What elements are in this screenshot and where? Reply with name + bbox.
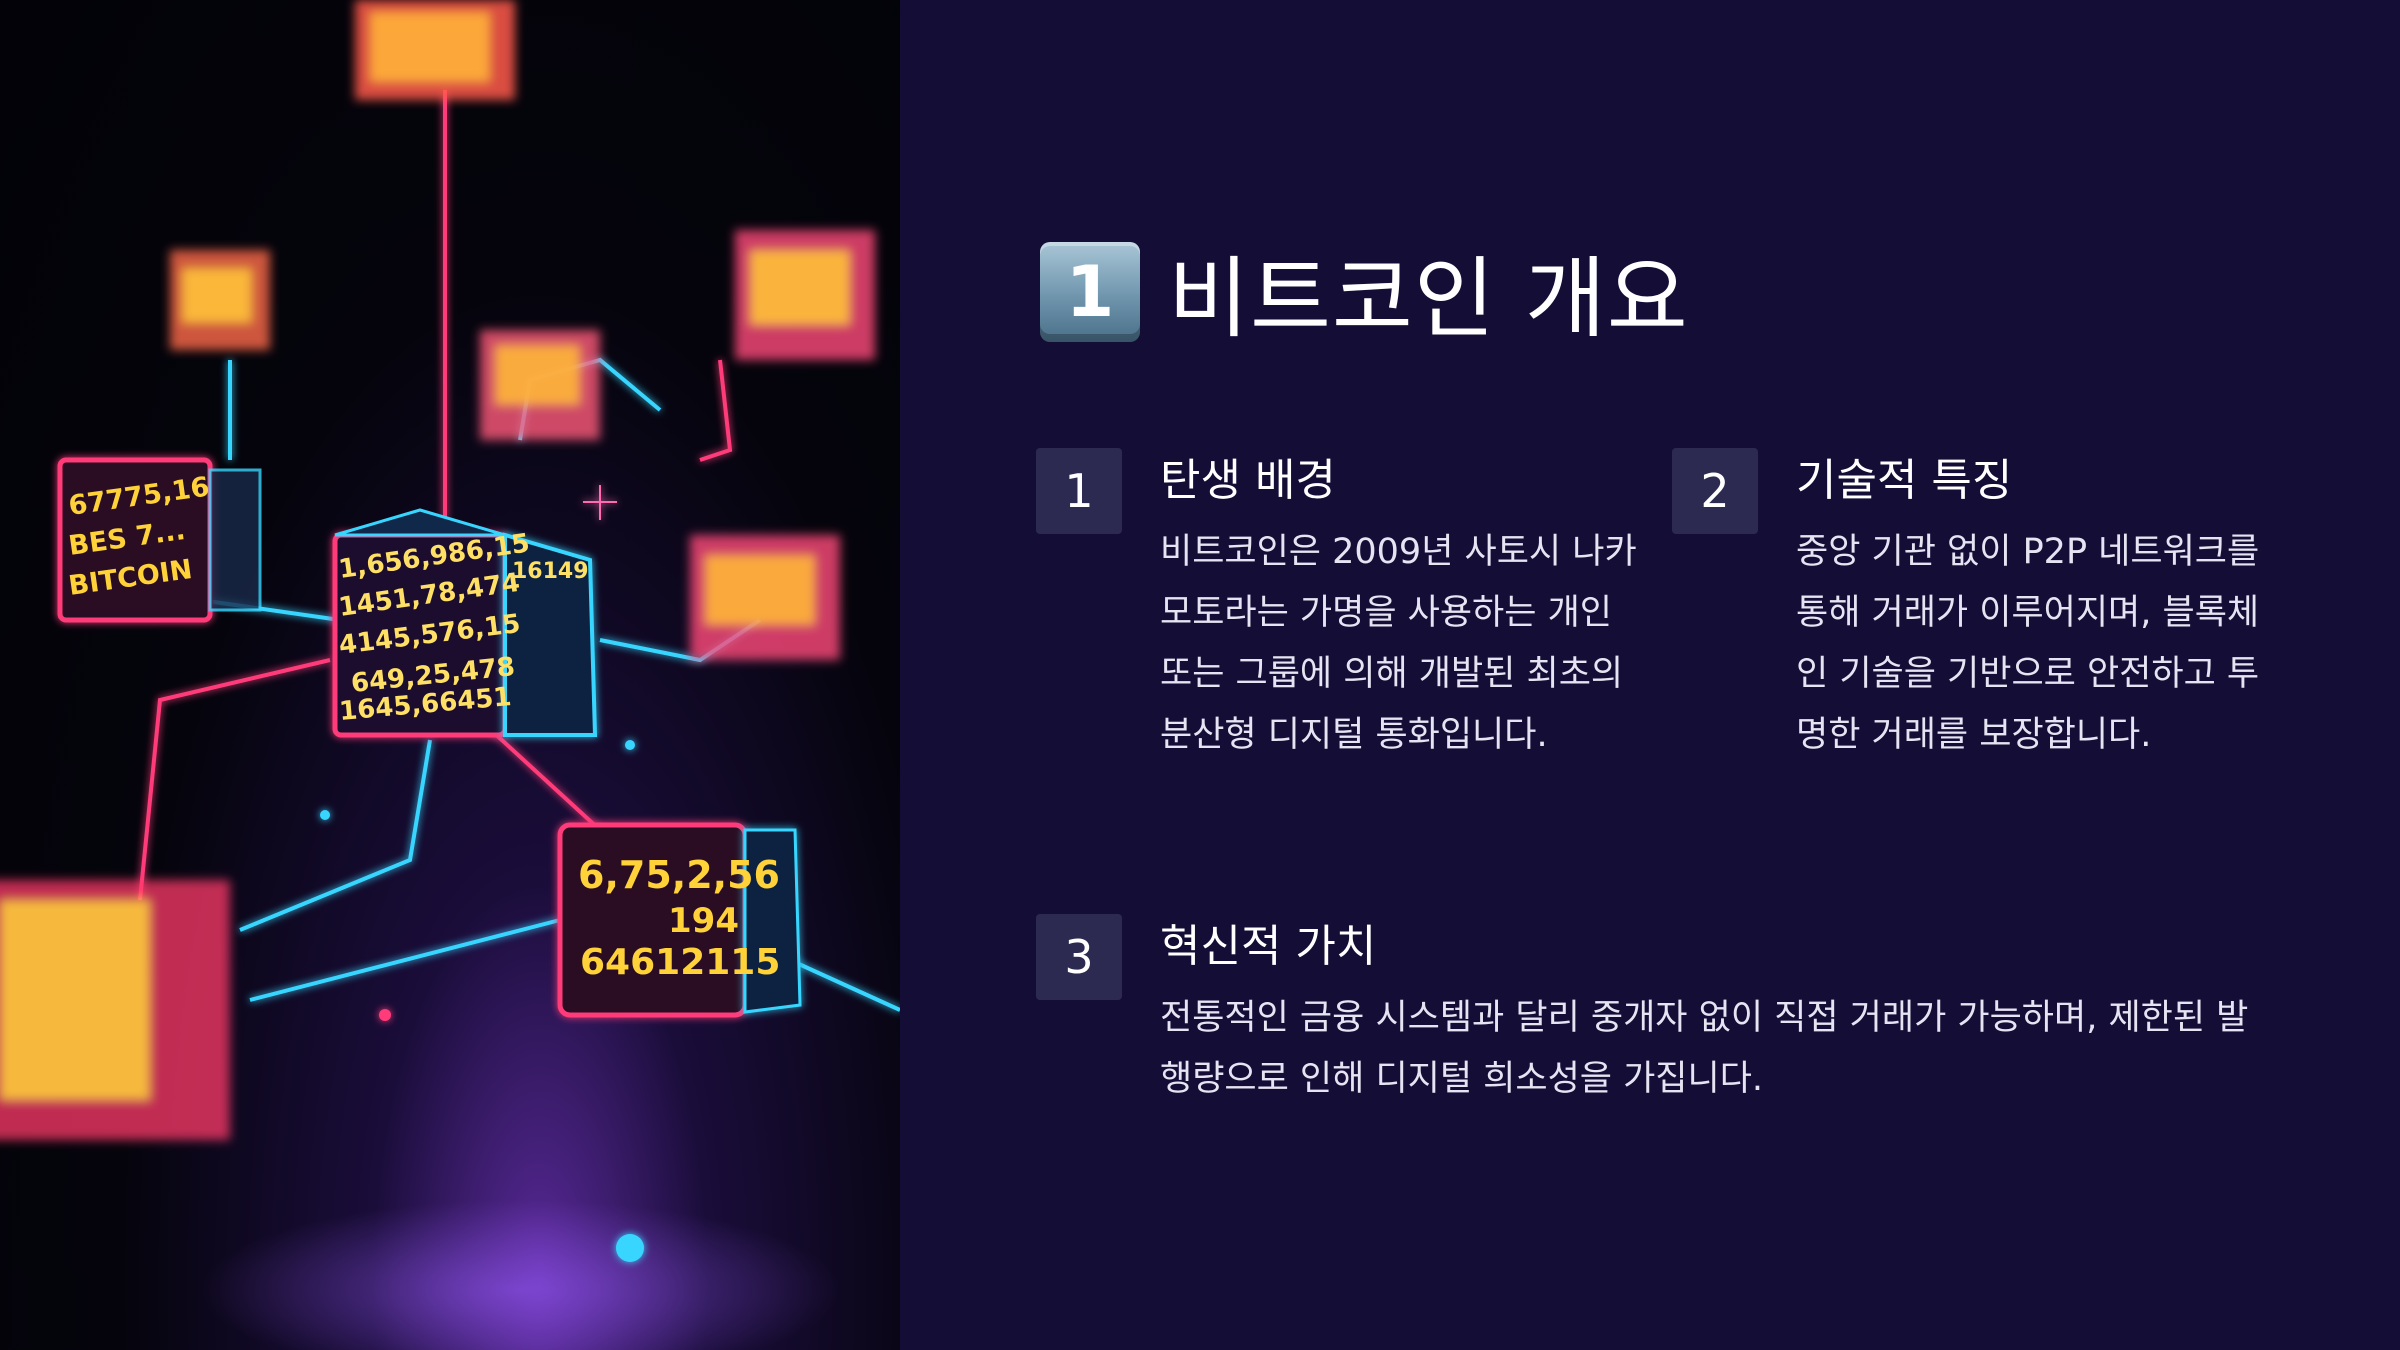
cube-secondary: 6,75,2,56 194 64612115 xyxy=(557,822,802,1018)
item-title: 혁신적 가치 xyxy=(1160,921,1377,972)
blockchain-illustration: 67775,16 BES 7... BITCOIN 1,656,986,15 1… xyxy=(0,0,900,1350)
keycap-number-one-icon: 1 xyxy=(1040,241,1140,342)
cube-blurred-right-low xyxy=(690,535,840,660)
item-description: 중앙 기관 없이 P2P 네트워크를 통해 거래가 이루어지며, 블록체인 기술… xyxy=(1796,532,2260,755)
cube-secondary-line: 194 xyxy=(668,901,739,941)
item-number-badge: 3 xyxy=(1036,914,1122,1000)
cube-blurred-bottom-left xyxy=(0,880,230,1140)
cube-blurred-left xyxy=(170,250,270,350)
item-number-badge: 1 xyxy=(1036,448,1122,534)
item-title: 탄생 배경 xyxy=(1160,455,1336,506)
item-description: 비트코인은 2009년 사토시 나카모토라는 가명을 사용하는 개인 또는 그룹… xyxy=(1160,532,1637,755)
slide-content: 1 비트코인 개요 1 탄생 배경 비트코인은 2009년 사토시 나카모토라는… xyxy=(900,0,2400,1350)
item-title: 기술적 특징 xyxy=(1796,455,2013,506)
floor-glow xyxy=(200,1200,840,1350)
cube-bitcoin: 67775,16 BES 7... BITCOIN xyxy=(57,457,262,623)
cube-top xyxy=(355,0,515,100)
hero-image: 67775,16 BES 7... BITCOIN 1,656,986,15 1… xyxy=(0,0,900,1350)
cube-secondary-line: 6,75,2,56 xyxy=(578,853,780,897)
cube-main-side: 16149 xyxy=(512,559,589,584)
item-description: 전통적인 금융 시스템과 달리 중개자 없이 직접 거래가 가능하며, 제한된 … xyxy=(1160,998,2249,1099)
page-title: 비트코인 개요 xyxy=(1168,247,1689,350)
cube-blurred-right xyxy=(735,230,875,360)
cube-secondary-line: 64612115 xyxy=(580,942,780,983)
title-row: 1 비트코인 개요 xyxy=(1040,228,1689,355)
cube-main: 1,656,986,15 1451,78,474 4145,576,15 649… xyxy=(332,508,598,738)
cube-blurred-mid xyxy=(480,330,600,440)
item-number-badge: 2 xyxy=(1672,448,1758,534)
sparkles xyxy=(320,485,644,1262)
